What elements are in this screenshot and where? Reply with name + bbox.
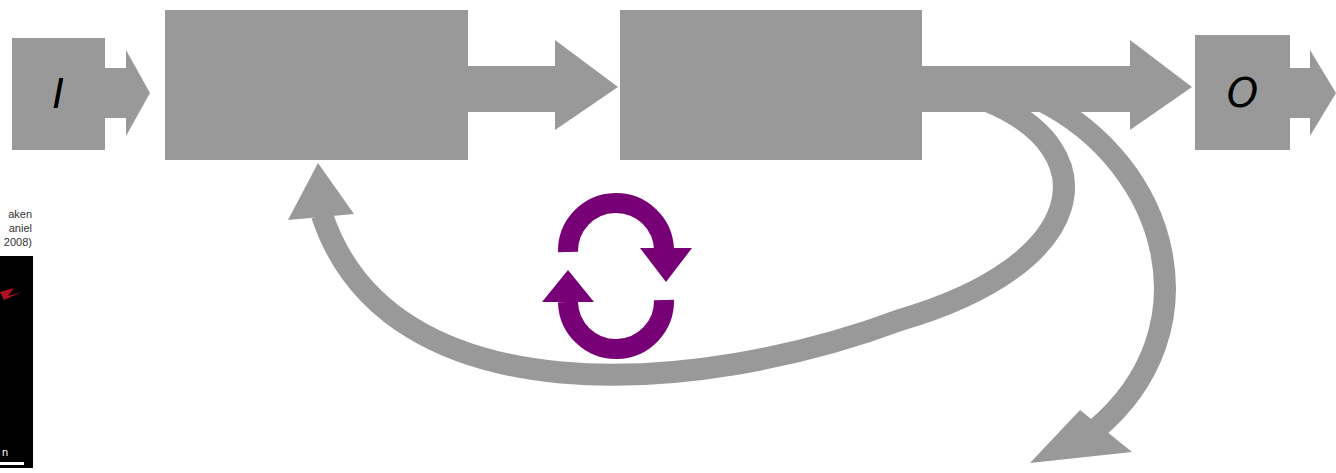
micrograph bbox=[0, 256, 33, 468]
arrow-head bbox=[1130, 40, 1192, 130]
feedback-curve bbox=[322, 100, 1064, 375]
caption-fragment: aniel bbox=[0, 222, 32, 235]
arrow-head bbox=[555, 40, 618, 130]
process-box bbox=[165, 10, 468, 160]
cycle-arc bbox=[568, 300, 664, 349]
feedback-curves bbox=[322, 100, 1165, 430]
arrow-shaft bbox=[467, 66, 557, 112]
caption-fragment: 2008) bbox=[0, 236, 32, 249]
io-label: I bbox=[53, 71, 65, 117]
arrow-head bbox=[126, 50, 150, 136]
arrow-shaft bbox=[1289, 68, 1313, 118]
process-box bbox=[620, 10, 922, 160]
io-label: O bbox=[1227, 70, 1258, 116]
arrow-shaft bbox=[921, 66, 1132, 112]
io-box: I bbox=[12, 38, 105, 150]
io-box: O bbox=[1195, 35, 1290, 150]
cycle-arc bbox=[568, 203, 664, 252]
curve-heads bbox=[288, 163, 1132, 463]
flow-arrows bbox=[104, 10, 1336, 160]
caption-fragment: aken bbox=[0, 208, 32, 221]
output-curve bbox=[1040, 100, 1165, 430]
scale-bar bbox=[0, 462, 24, 465]
cycle-head bbox=[640, 248, 692, 282]
cycle-head bbox=[542, 270, 594, 302]
arrow-head bbox=[1310, 50, 1336, 136]
caption-fragment: n bbox=[2, 446, 22, 459]
cycle-symbol bbox=[542, 203, 692, 349]
arrow-head bbox=[1030, 410, 1132, 463]
arrow-head bbox=[288, 163, 354, 220]
micrograph-detail bbox=[0, 288, 22, 300]
arrow-shaft bbox=[104, 68, 128, 118]
micrograph-image bbox=[0, 256, 33, 468]
